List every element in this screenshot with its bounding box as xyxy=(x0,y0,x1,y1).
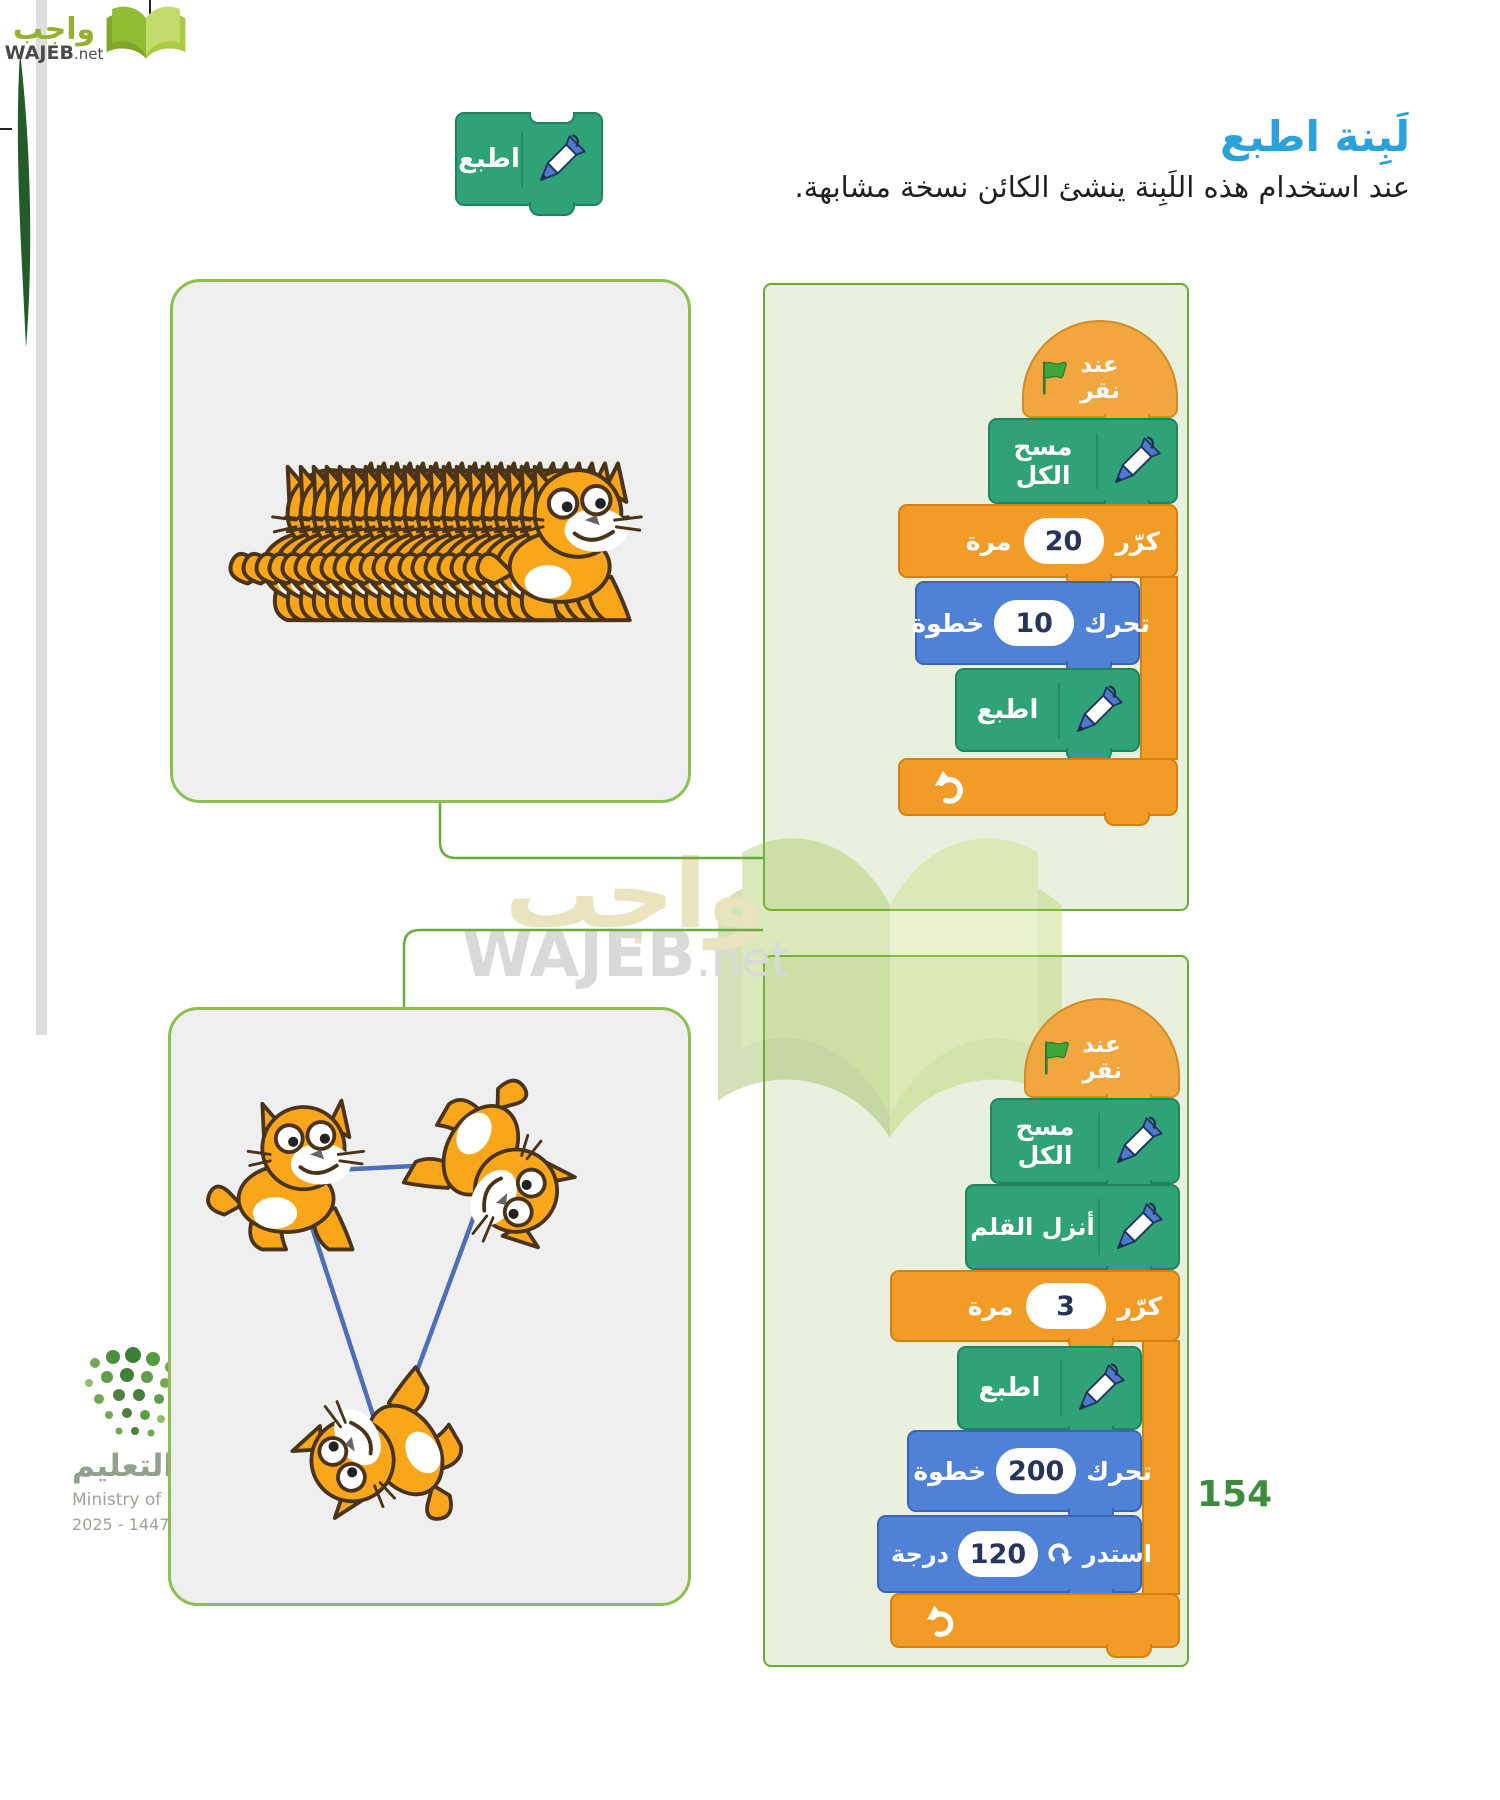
repeat-unit-2: مرة xyxy=(967,1291,1014,1321)
move-block-1: تحرك 10 خطوة xyxy=(911,581,1150,675)
erase-all-block-1: مسح الكل xyxy=(988,418,1178,514)
watermark-latin-bold: WAJEB xyxy=(462,918,696,992)
move-unit-2: خطوة xyxy=(913,1456,987,1486)
pen-down-block-2: أنزل القلم xyxy=(965,1184,1180,1280)
turn-value-2: 120 xyxy=(957,1531,1038,1577)
green-flag-icon xyxy=(1040,1039,1072,1077)
turn-block-2: استدر 120 درجة xyxy=(877,1515,1152,1603)
pen-icon xyxy=(1072,683,1126,737)
move-value-1: 10 xyxy=(994,600,1075,646)
wajeb-logo-latin: WAJEB.net xyxy=(4,42,104,64)
pen-icon xyxy=(1074,1361,1128,1415)
pen-icon xyxy=(535,132,589,186)
leaf-ornament xyxy=(17,52,31,348)
move-value-2: 200 xyxy=(996,1448,1077,1494)
cat-sprite-1 xyxy=(206,1098,366,1252)
watermark-latin-suffix: .net xyxy=(695,932,790,988)
pen-down-label-2: أنزل القلم xyxy=(970,1213,1095,1241)
stamped-cats-graphic xyxy=(173,282,682,794)
watermark-latin: WAJEB.net xyxy=(462,918,790,992)
repeat-word-2: كرّر xyxy=(1117,1291,1162,1321)
wajeb-logo-latin-suffix: .net xyxy=(73,45,104,63)
turn-unit-2: درجة xyxy=(891,1540,949,1568)
block-divider xyxy=(1060,1360,1062,1416)
cat-sprite-3 xyxy=(279,1355,490,1569)
block-bump xyxy=(1104,812,1150,826)
green-flag-icon xyxy=(1038,359,1070,397)
block-divider xyxy=(1098,1199,1100,1255)
triangle-cats-graphic xyxy=(206,1055,607,1569)
erase-all-block-2: مسح الكل xyxy=(990,1098,1180,1194)
repeat-block-1: كرّر 20 مرة xyxy=(898,504,1178,588)
loop-footer-1 xyxy=(898,758,1178,826)
stamp-block-2: اطبع xyxy=(957,1346,1142,1440)
repeat-word-1: كرّر xyxy=(1115,526,1160,556)
loop-arrow-icon xyxy=(926,1604,960,1638)
move-word-1: تحرك xyxy=(1084,608,1150,638)
stamp-block-1: اطبع xyxy=(955,668,1140,762)
pen-icon xyxy=(1112,1114,1166,1168)
erase-all-label-1: مسح الكل xyxy=(1013,432,1073,490)
repeat-block-2: كرّر 3 مرة xyxy=(890,1270,1180,1352)
page-number: 154 xyxy=(1197,1474,1273,1515)
stamp-block-label: اطبع xyxy=(458,144,520,174)
book-logo-icon xyxy=(100,0,192,66)
page-title: لَبِنة اطبع xyxy=(1220,112,1410,161)
crop-mark-vertical xyxy=(149,0,151,14)
ministry-years: 2025 - 1447 xyxy=(72,1515,170,1534)
stamp-label-1: اطبع xyxy=(976,695,1039,725)
stamp-block-standalone: اطبع xyxy=(455,112,603,216)
hat-label-1: عند نقر xyxy=(1080,352,1120,404)
block-divider xyxy=(521,131,523,187)
pen-icon xyxy=(1112,1200,1166,1254)
wajeb-logo-latin-bold: WAJEB xyxy=(4,42,74,64)
pen-icon xyxy=(1110,434,1164,488)
move-unit-1: خطوة xyxy=(911,608,985,638)
repeat-value-1: 20 xyxy=(1023,518,1104,564)
wajeb-logo-arabic: واجب xyxy=(12,12,96,47)
block-divider xyxy=(1058,682,1060,738)
pen-triangle-lines xyxy=(290,1159,498,1462)
loop-arrow-icon xyxy=(934,769,970,805)
page-description: عند استخدام هذه اللَبِنة ينشئ الكائن نسخ… xyxy=(794,170,1410,204)
stage-box-2 xyxy=(168,1007,691,1606)
block-bump xyxy=(1106,1644,1152,1658)
repeat-value-2: 3 xyxy=(1025,1283,1106,1329)
turn-clockwise-icon xyxy=(1047,1537,1074,1571)
block-divider xyxy=(1096,433,1098,489)
block-bump xyxy=(529,202,575,216)
loop-footer-2 xyxy=(890,1593,1180,1658)
crop-mark-horizontal xyxy=(0,128,12,130)
repeat-unit-1: مرة xyxy=(965,526,1012,556)
block-divider xyxy=(1098,1113,1100,1169)
block-notch xyxy=(529,112,575,124)
cat-sprite-2 xyxy=(396,1055,607,1269)
stage-box-1 xyxy=(170,279,691,803)
move-word-2: تحرك xyxy=(1086,1456,1152,1486)
repeat-arm-2 xyxy=(1142,1340,1180,1595)
left-gutter-bar xyxy=(36,0,47,1035)
stamp-label-2: اطبع xyxy=(978,1373,1041,1403)
turn-word-2: استدر xyxy=(1082,1540,1152,1568)
move-block-2: تحرك 200 خطوة xyxy=(907,1430,1152,1522)
hat-label-2: عند نقر xyxy=(1082,1032,1122,1084)
erase-all-label-2: مسح الكل xyxy=(1015,1112,1075,1170)
